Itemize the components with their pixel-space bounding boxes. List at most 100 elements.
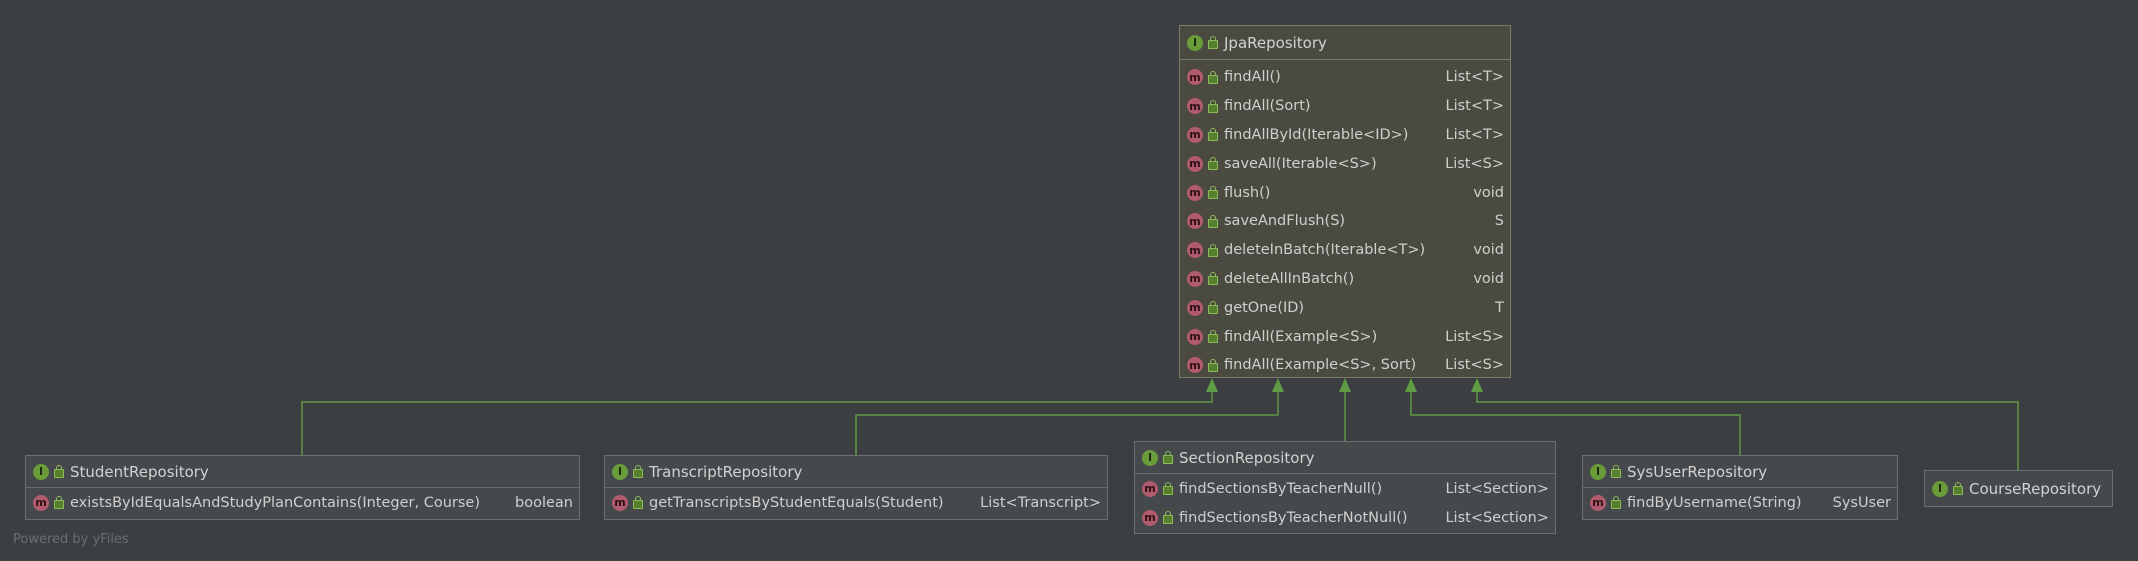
method-icon: m	[1187, 126, 1203, 143]
method-name: getOne(ID)	[1224, 299, 1305, 316]
public-lock-icon	[1208, 214, 1218, 228]
method-name: findAll(Example<S>, Sort)	[1224, 357, 1417, 374]
method-row[interactable]: m saveAndFlush(S) S	[1180, 207, 1510, 236]
method-row[interactable]: m existsByIdEqualsAndStudyPlanContains(In…	[26, 488, 579, 517]
method-row[interactable]: m findAll(Example<S>, Sort) List<S>	[1180, 351, 1510, 380]
method-row[interactable]: m deleteInBatch(Iterable<T>) void	[1180, 236, 1510, 265]
node-title: JpaRepository	[1224, 33, 1327, 52]
method-return-type: List<T>	[1445, 98, 1504, 115]
method-name: findAll(Example<S>)	[1224, 328, 1378, 345]
method-icon: m	[1187, 242, 1203, 259]
public-lock-icon	[54, 465, 64, 478]
method-name: getTranscriptsByStudentEquals(Student)	[649, 494, 944, 511]
edge-arrowhead	[1405, 378, 1417, 392]
method-name: existsByIdEqualsAndStudyPlanContains(Int…	[70, 494, 480, 511]
method-name: findAllById(Iterable<ID>)	[1224, 126, 1409, 143]
public-lock-icon	[1163, 511, 1173, 524]
public-lock-icon	[54, 496, 64, 509]
node-studentrepository[interactable]: I StudentRepository m existsByIdEqualsAnd…	[25, 455, 580, 520]
method-return-type: S	[1494, 213, 1504, 230]
method-row[interactable]: m saveAll(Iterable<S>) List<S>	[1180, 149, 1510, 178]
method-icon: m	[1187, 184, 1203, 201]
method-row[interactable]: m getOne(ID) T	[1180, 293, 1510, 322]
public-lock-icon	[1163, 482, 1173, 495]
public-lock-icon	[1208, 70, 1218, 84]
interface-icon: I	[33, 463, 49, 480]
node-title: TranscriptRepository	[649, 462, 803, 481]
method-icon: m	[1187, 357, 1203, 374]
method-icon: m	[1187, 299, 1203, 316]
method-name: deleteInBatch(Iterable<T>)	[1224, 242, 1426, 259]
public-lock-icon	[1208, 128, 1218, 142]
public-lock-icon	[1953, 482, 1963, 495]
method-return-type: void	[1473, 184, 1504, 201]
node-header: I TranscriptRepository	[605, 456, 1107, 488]
edge-arrowhead	[1272, 378, 1284, 392]
node-header: I CourseRepository	[1925, 471, 2112, 506]
edge-arrowhead	[1339, 378, 1351, 392]
node-courserepository[interactable]: I CourseRepository	[1924, 470, 2113, 507]
method-row[interactable]: m findSectionsByTeacherNull() List<Section…	[1135, 474, 1555, 503]
node-header: I StudentRepository	[26, 456, 579, 488]
method-name: saveAll(Iterable<S>)	[1224, 155, 1377, 172]
method-icon: m	[1187, 98, 1203, 115]
edge-arrowhead	[1206, 378, 1218, 392]
watermark: Powered by yFiles	[13, 532, 129, 547]
public-lock-icon	[1208, 301, 1218, 315]
node-sectionrepository[interactable]: I SectionRepository m findSectionsByTeach…	[1134, 441, 1556, 534]
node-title: CourseRepository	[1969, 479, 2102, 498]
method-return-type: List<Transcript>	[980, 494, 1101, 511]
method-name: findSectionsByTeacherNull()	[1179, 480, 1383, 497]
method-return-type: void	[1473, 270, 1504, 287]
node-title: StudentRepository	[70, 462, 209, 481]
node-title: SysUserRepository	[1627, 462, 1768, 481]
method-icon: m	[1187, 69, 1203, 86]
interface-icon: I	[612, 463, 628, 480]
method-return-type: List<S>	[1445, 155, 1504, 172]
public-lock-icon	[1208, 157, 1218, 171]
method-name: findAll()	[1224, 69, 1281, 86]
interface-icon: I	[1590, 463, 1606, 480]
method-name: saveAndFlush(S)	[1224, 213, 1346, 230]
public-lock-icon	[1208, 272, 1218, 286]
node-header: I SectionRepository	[1135, 442, 1555, 474]
public-lock-icon	[1208, 330, 1218, 344]
public-lock-icon	[633, 496, 643, 509]
node-header: I JpaRepository	[1180, 26, 1510, 60]
method-return-type: void	[1473, 242, 1504, 259]
method-icon: m	[1142, 480, 1158, 497]
public-lock-icon	[1208, 358, 1218, 372]
method-icon: m	[1187, 328, 1203, 345]
method-return-type: T	[1495, 299, 1504, 316]
method-icon: m	[1187, 155, 1203, 172]
public-lock-icon	[1208, 99, 1218, 113]
public-lock-icon	[1611, 496, 1621, 509]
public-lock-icon	[1208, 186, 1218, 200]
method-icon: m	[1187, 213, 1203, 230]
edge-arrowhead	[1471, 378, 1483, 392]
method-return-type: List<S>	[1445, 357, 1504, 374]
method-return-type: List<Section>	[1445, 480, 1549, 497]
method-icon: m	[33, 494, 49, 511]
method-return-type: boolean	[515, 494, 573, 511]
edge-student-to-jpa	[301, 380, 1213, 455]
public-lock-icon	[1208, 243, 1218, 257]
interface-icon: I	[1142, 449, 1158, 466]
method-icon: m	[1590, 494, 1606, 511]
method-name: findSectionsByTeacherNotNull()	[1179, 509, 1408, 526]
method-return-type: SysUser	[1832, 494, 1891, 511]
method-icon: m	[1142, 509, 1158, 526]
